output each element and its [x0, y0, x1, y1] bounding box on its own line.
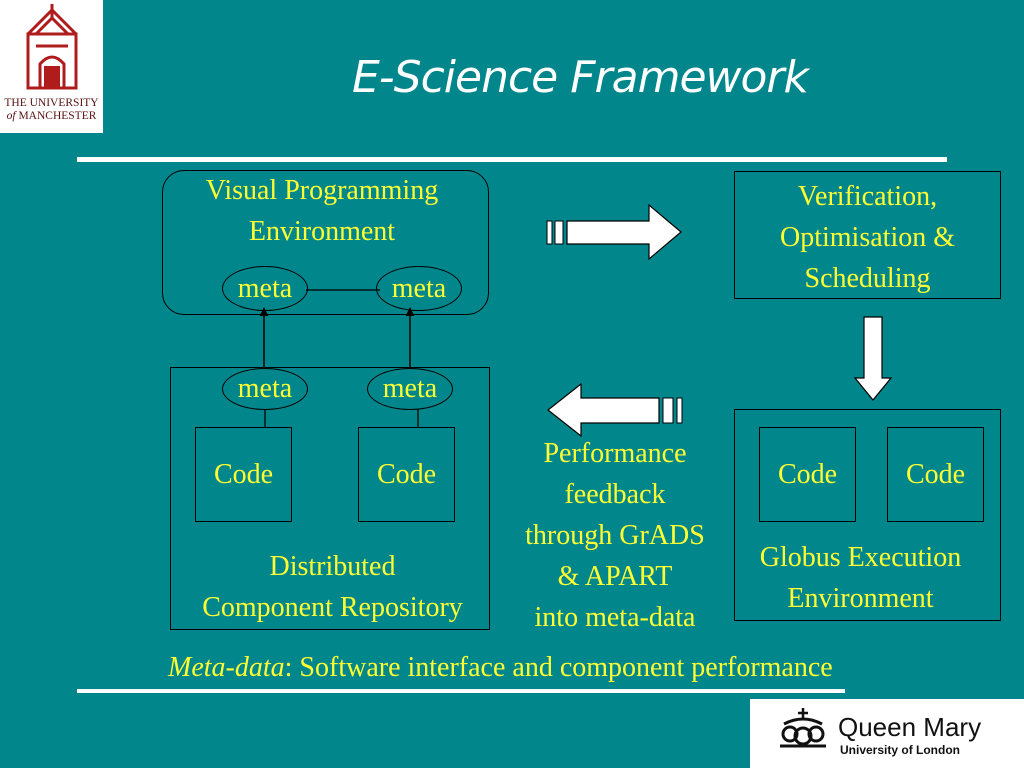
manchester-wordmark-of: of [6, 110, 16, 122]
queen-mary-crown-icon [780, 708, 826, 748]
right-block-arrow-icon [546, 203, 682, 261]
component-repository-box [170, 367, 490, 630]
slide-title: E-Science Framework [352, 52, 809, 103]
vpe-meta-right: meta [376, 266, 462, 311]
footnote-term: Meta-data [168, 652, 285, 683]
feedback-line1: Performance [543, 438, 687, 469]
verification-box [734, 171, 1001, 299]
university-of-manchester-logo: THE UNIVERSITY of MANCHESTER [0, 0, 103, 133]
vpe-meta-left: meta [222, 266, 308, 311]
feedback-line4: & APART [557, 561, 673, 592]
verification-label-line3: Scheduling [804, 263, 931, 294]
visual-programming-environment-box [162, 170, 489, 315]
repo-label-line1: Distributed [269, 551, 396, 582]
queen-mary-name: Queen Mary [838, 712, 982, 742]
repo-code-box-right: Code [358, 427, 455, 522]
verification-label-line1: Verification, [797, 181, 938, 212]
globus-code-box-left: Code [759, 427, 856, 522]
repo-label-line2: Component Repository [202, 592, 463, 623]
globus-code-box-right: Code [887, 427, 984, 522]
globus-label-line1: Globus Execution [759, 542, 962, 573]
meta-data-footnote: Meta-data: Software interface and compon… [168, 647, 833, 688]
manchester-wordmark-line2: MANCHESTER [18, 110, 97, 122]
footnote-definition: : Software interface and component perfo… [284, 652, 833, 683]
vpe-label-line2: Environment [248, 216, 396, 247]
queen-mary-subtitle: University of London [840, 743, 960, 757]
vpe-label-line1: Visual Programming [205, 175, 439, 206]
repo-code-box-left: Code [195, 427, 292, 522]
verification-label-line2: Optimisation & [780, 222, 955, 253]
feedback-line5: into meta-data [534, 602, 696, 633]
left-block-arrow-icon [547, 382, 683, 438]
down-block-arrow-icon [853, 316, 893, 401]
feedback-line2: feedback [564, 479, 666, 510]
globus-execution-box [734, 409, 1001, 621]
manchester-crest-icon [26, 4, 78, 90]
globus-label-line2: Environment [787, 583, 934, 614]
repo-meta-right: meta [367, 368, 453, 410]
feedback-line3: through GrADS [525, 520, 705, 551]
bottom-divider [77, 689, 845, 693]
top-divider [77, 157, 947, 162]
repo-meta-left: meta [222, 368, 308, 410]
manchester-wordmark-line1: THE UNIVERSITY [4, 97, 99, 109]
